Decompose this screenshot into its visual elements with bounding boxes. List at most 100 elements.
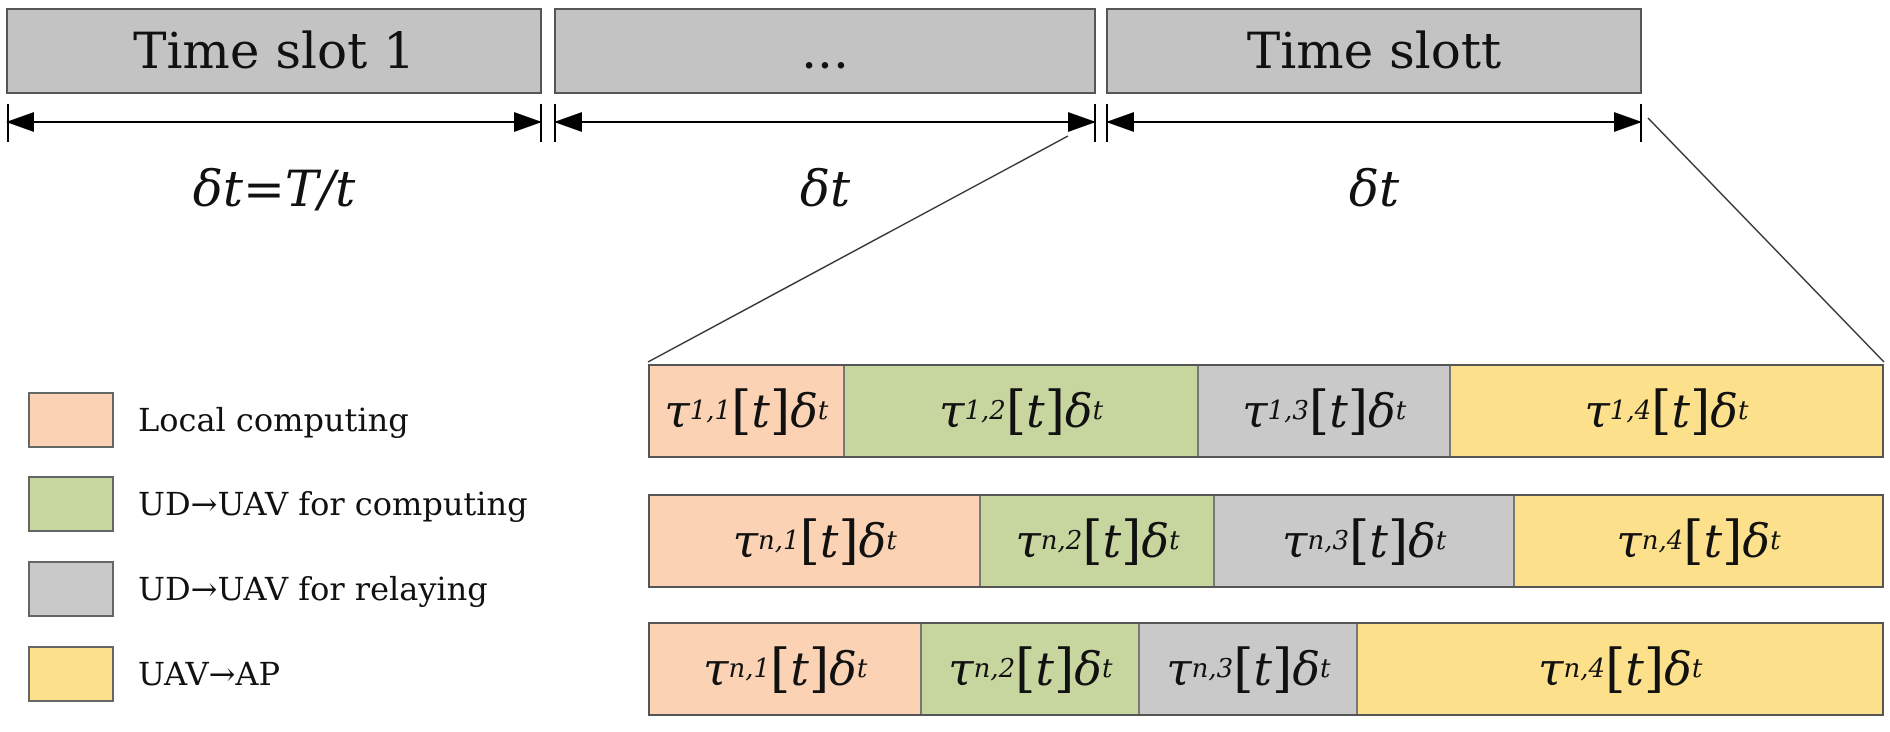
tau-symbol: τ xyxy=(1242,384,1268,438)
tau-subscript: n,2 xyxy=(1040,526,1083,556)
tau-symbol: τ xyxy=(703,642,729,696)
open-bracket: [ xyxy=(770,639,791,699)
open-bracket: [ xyxy=(731,381,752,441)
legend-item-ud-uav-computing: UD→UAV for computing xyxy=(28,475,528,533)
tau-symbol: τ xyxy=(1538,642,1564,696)
delta-subscript: t xyxy=(1691,654,1703,684)
time-slot-ellipsis-label: ... xyxy=(801,22,849,80)
tau-subscript: n,4 xyxy=(1641,526,1684,556)
tau-symbol: τ xyxy=(1282,514,1308,568)
open-bracket: [ xyxy=(1683,511,1704,571)
tau-symbol: τ xyxy=(732,514,759,568)
delta-subscript: t xyxy=(1737,396,1749,426)
delta-symbol: δ xyxy=(1074,642,1102,696)
time-index: t xyxy=(1625,642,1644,696)
legend-label-compute: UD→UAV for computing xyxy=(138,485,528,523)
close-bracket: ] xyxy=(1053,639,1075,699)
duration-label-3: δt xyxy=(1106,160,1642,218)
tau-symbol: τ xyxy=(1015,514,1041,568)
delta-symbol: δ xyxy=(829,642,857,696)
open-bracket: [ xyxy=(1082,511,1103,571)
tau-symbol: τ xyxy=(1584,384,1610,438)
time-slot-1: Time slot 1 xyxy=(6,8,542,94)
open-bracket: [ xyxy=(1005,381,1027,441)
time-index: t xyxy=(1671,384,1690,438)
time-index: t xyxy=(751,384,770,438)
open-bracket: [ xyxy=(1605,639,1626,699)
legend-item-uav-ap: UAV→AP xyxy=(28,645,280,703)
duration-label-1-text: δt=T/t xyxy=(192,160,356,218)
time-index: t xyxy=(1102,514,1122,568)
tau-subscript: n,3 xyxy=(1307,526,1350,556)
time-index: t xyxy=(819,514,839,568)
open-bracket: [ xyxy=(1015,639,1036,699)
legend-label-ap: UAV→AP xyxy=(138,655,281,693)
delta-subscript: t xyxy=(1435,526,1447,556)
close-bracket: ] xyxy=(1387,511,1409,571)
delta-symbol: δ xyxy=(1664,642,1692,696)
time-slot-ellipsis: ... xyxy=(554,8,1096,94)
time-index: t xyxy=(1253,642,1273,696)
open-bracket: [ xyxy=(1233,639,1254,699)
open-bracket: [ xyxy=(1349,511,1370,571)
time-index: t xyxy=(1329,384,1348,438)
delta-symbol: δ xyxy=(1292,642,1321,696)
close-bracket: ] xyxy=(769,381,791,441)
time-index: t xyxy=(1369,514,1388,568)
delta-subscript: t xyxy=(1395,396,1407,426)
time-slot-t: Time slott xyxy=(1106,8,1642,94)
legend-label-local: Local computing xyxy=(138,401,409,439)
delta-subscript: t xyxy=(817,396,829,426)
duration-label-2: δt xyxy=(554,160,1096,218)
close-bracket: ] xyxy=(838,511,859,571)
tau-subscript: 1,1 xyxy=(689,396,732,426)
delta-subscript: t xyxy=(1770,526,1781,556)
tau-symbol: τ xyxy=(948,642,974,696)
duration-label-1: δt=T/t xyxy=(6,160,542,218)
open-bracket: [ xyxy=(1308,381,1330,441)
delta-subscript: t xyxy=(1101,654,1113,684)
open-bracket: [ xyxy=(799,511,820,571)
time-slot-t-label: Time slott xyxy=(1246,22,1502,80)
time-index: t xyxy=(1026,384,1045,438)
tau-subscript: 1,3 xyxy=(1267,396,1309,426)
close-bracket: ] xyxy=(808,639,830,699)
close-bracket: ] xyxy=(1689,381,1711,441)
legend-item-local-computing: Local computing xyxy=(28,391,409,449)
close-bracket: ] xyxy=(1272,639,1293,699)
delta-subscript: t xyxy=(1169,526,1180,556)
tau-subscript: n,2 xyxy=(973,654,1016,684)
time-index: t xyxy=(790,642,809,696)
delta-subscript: t xyxy=(886,526,897,556)
tau-subscript: 1,2 xyxy=(964,396,1006,426)
delta-symbol: δ xyxy=(790,384,818,438)
tau-subscript: n,1 xyxy=(728,654,771,684)
tau-subscript: n,4 xyxy=(1563,654,1606,684)
delta-subscript: t xyxy=(856,654,868,684)
tau-symbol: τ xyxy=(939,384,965,438)
tau-symbol: τ xyxy=(1166,642,1192,696)
close-bracket: ] xyxy=(1643,639,1665,699)
tau-symbol: τ xyxy=(664,384,690,438)
delta-subscript: t xyxy=(1092,396,1104,426)
delta-symbol: δ xyxy=(1064,384,1093,438)
delta-symbol: δ xyxy=(1367,384,1396,438)
legend-swatch-compute xyxy=(28,476,114,532)
delta-symbol: δ xyxy=(1408,514,1436,568)
close-bracket: ] xyxy=(1347,381,1368,441)
legend-swatch-local xyxy=(28,392,114,448)
delta-symbol: δ xyxy=(1710,384,1738,438)
delta-subscript: t xyxy=(1320,654,1331,684)
delta-symbol: δ xyxy=(1141,514,1170,568)
